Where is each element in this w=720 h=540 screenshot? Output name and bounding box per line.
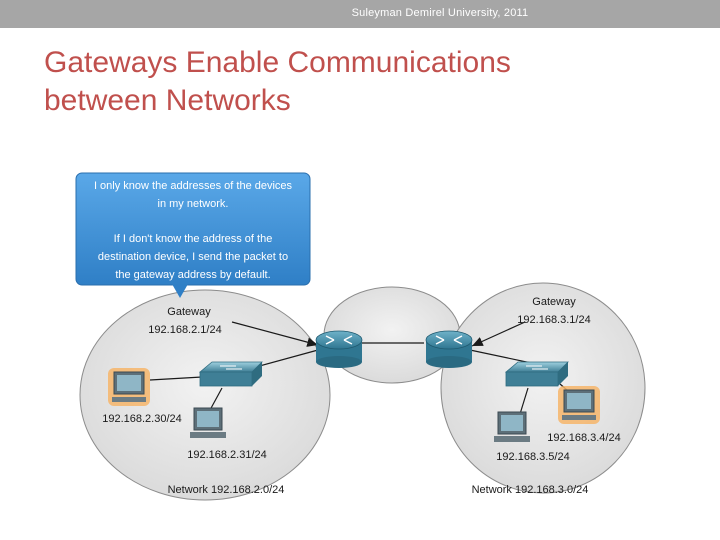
right-host2-ip: 192.168.3.5/24 xyxy=(496,451,569,463)
link-right-pc2-switch xyxy=(519,387,529,415)
left-host2-ip: 192.168.2.31/24 xyxy=(187,449,267,461)
link-left-pc2-switch xyxy=(209,387,223,411)
right-gateway-ip: 192.168.3.1/24 xyxy=(517,314,590,326)
right-router-icon xyxy=(425,330,473,368)
right-pc-highlighted-icon xyxy=(558,386,600,424)
right-network-area xyxy=(440,282,646,494)
link-left-pc1-switch xyxy=(149,376,203,381)
slide-title-line1: Gateways Enable Communications xyxy=(44,46,511,79)
header-bar: Suleyman Demirel University, 2011 xyxy=(0,0,720,28)
callout-line-4: destination device, I send the packet to xyxy=(98,251,288,263)
callout-line-2: in my network. xyxy=(158,198,229,210)
left-switch-icon xyxy=(198,361,263,387)
callout-line-5: the gateway address by default. xyxy=(115,269,270,281)
right-switch-icon xyxy=(504,361,569,387)
left-network-label: Network 192.168.2.0/24 xyxy=(168,484,285,496)
callout-line-3: If I don't know the address of the xyxy=(114,233,273,245)
right-pc-icon xyxy=(494,411,530,442)
link-left-switch-router xyxy=(251,349,319,369)
left-gateway-arrow xyxy=(231,321,319,347)
right-gateway-arrow xyxy=(471,321,526,347)
left-network-area xyxy=(79,289,331,501)
left-gateway-ip: 192.168.2.1/24 xyxy=(148,324,221,336)
right-gateway-label: Gateway xyxy=(532,296,576,308)
gateway-callout: I only know the addresses of the devices… xyxy=(75,172,311,298)
left-router-icon xyxy=(315,330,363,368)
left-pc-icon xyxy=(190,407,226,438)
slide-title: Gateways Enable Communications between N… xyxy=(44,44,684,120)
header-text: Suleyman Demirel University, 2011 xyxy=(351,7,529,19)
callout-line-1: I only know the addresses of the devices xyxy=(94,180,293,192)
left-pc-highlighted-icon xyxy=(108,368,150,406)
right-host1-ip: 192.168.3.4/24 xyxy=(547,432,620,444)
right-network-label: Network 192.168.3.0/24 xyxy=(472,484,589,496)
left-host1-ip: 192.168.2.30/24 xyxy=(102,413,182,425)
left-gateway-label: Gateway xyxy=(167,306,211,318)
slide-title-line2: between Networks xyxy=(44,84,291,117)
